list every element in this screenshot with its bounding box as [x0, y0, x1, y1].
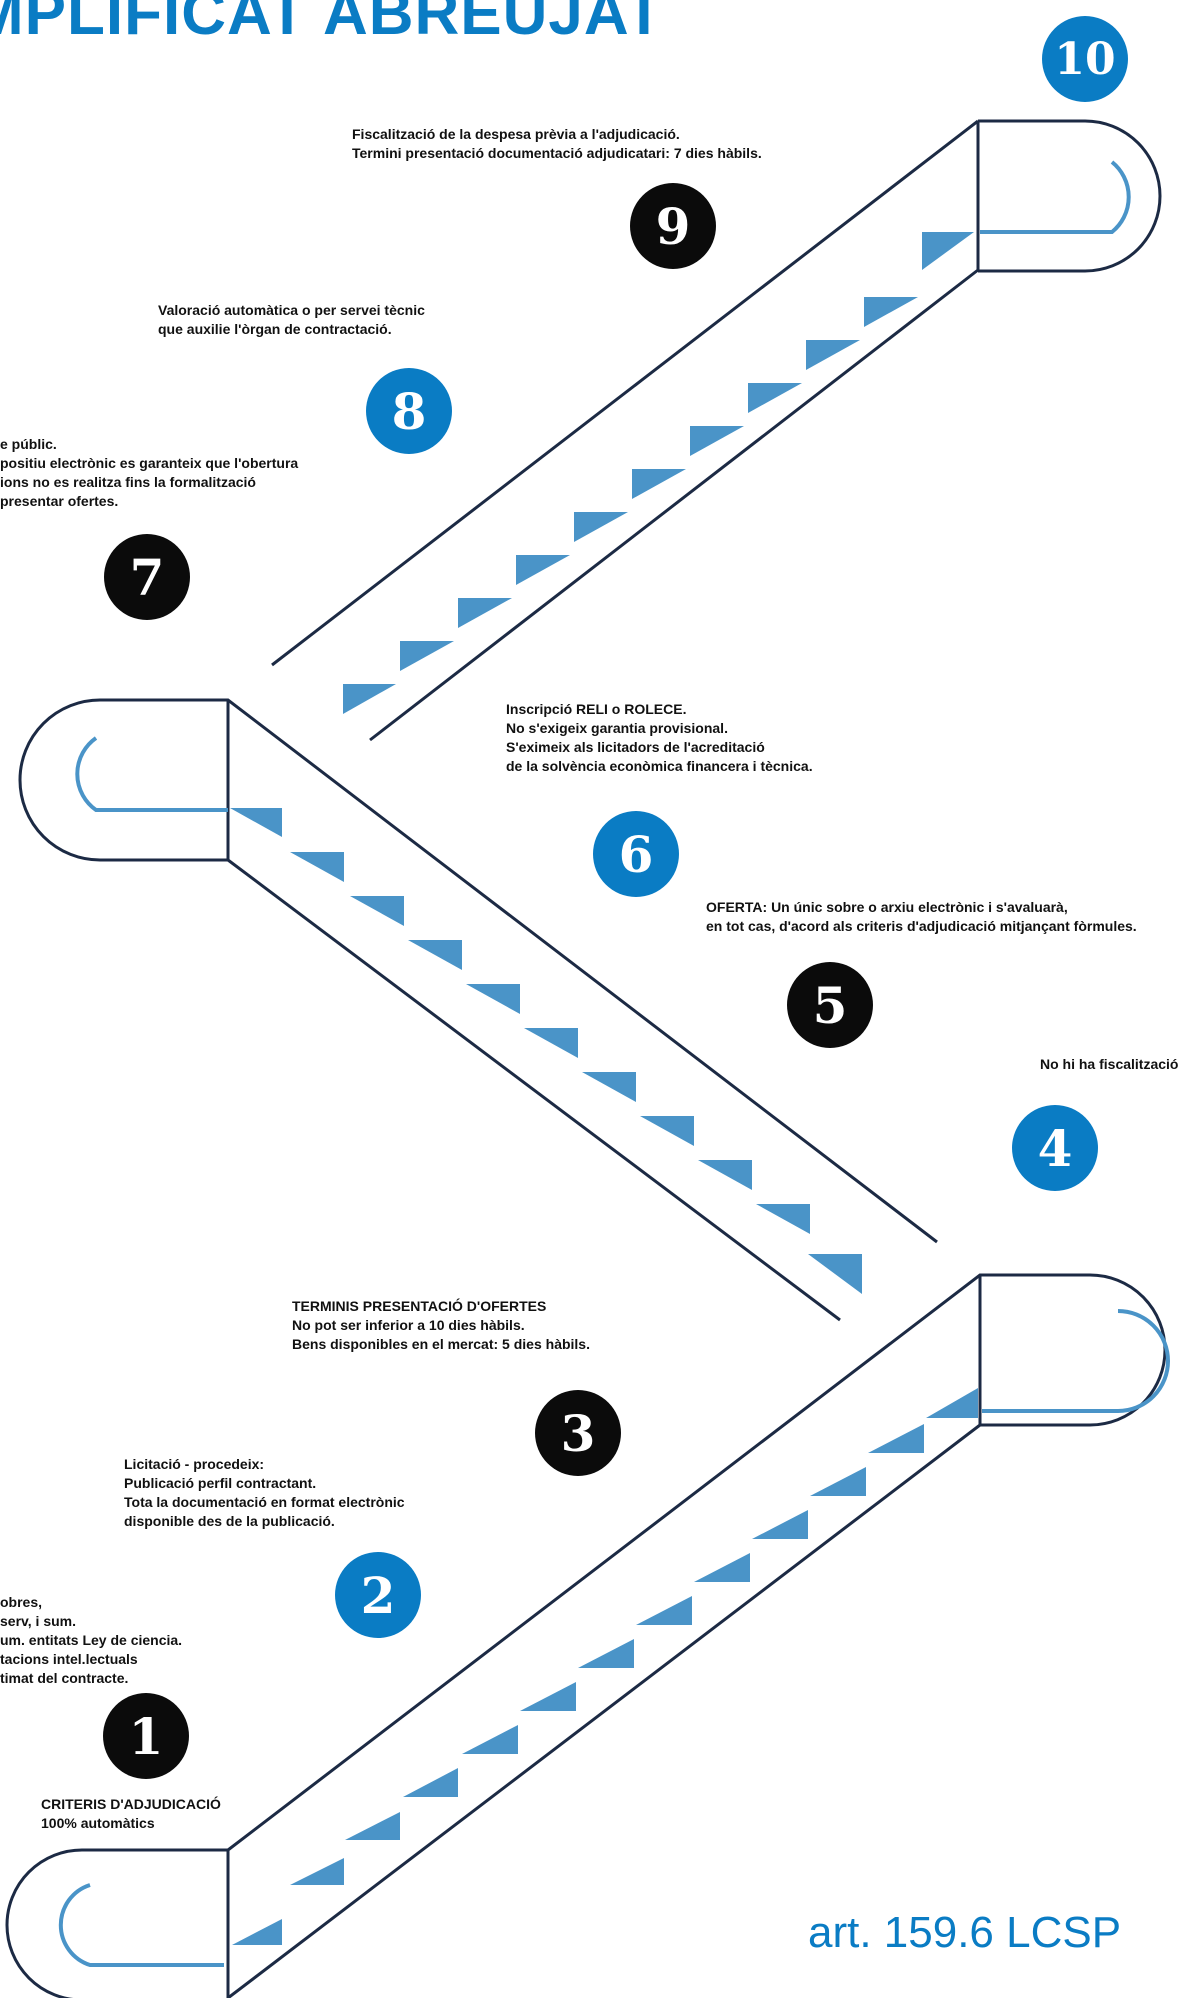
- step-5-badge: 5: [787, 962, 873, 1048]
- escalator-3-lower-rail: [369, 268, 979, 742]
- step-9-line: Fiscalització de la despesa prèvia a l'a…: [352, 126, 680, 142]
- step-2-line: Tota la documentació en format electròni…: [124, 1494, 405, 1510]
- step-1-line: serv, i sum.: [0, 1613, 77, 1629]
- criteria-note: CRITERIS D'ADJUDICACIÓ 100% automàtics: [41, 1795, 221, 1833]
- escalator-2-steps: [230, 808, 862, 1294]
- escalator-2-inner-curve: [75, 736, 228, 812]
- step-7-note: e públic. positiu electrònic es garantei…: [0, 435, 298, 511]
- escalator-3: [271, 119, 1162, 742]
- step-8-line: que auxilie l'òrgan de contractació.: [158, 321, 392, 337]
- escalator-2: [18, 698, 938, 1322]
- step-9-line: Termini presentació documentació adjudic…: [352, 145, 762, 161]
- step-7-line: presentar ofertes.: [0, 493, 119, 509]
- escalator-1: [5, 1273, 1170, 1998]
- step-8-badge: 8: [366, 368, 452, 454]
- step-1-line: timat del contracte.: [0, 1670, 129, 1686]
- step-1-line: um. entitats Ley de ciencia.: [0, 1632, 183, 1648]
- step-2-line: disponible des de la publicació.: [124, 1513, 335, 1529]
- escalator-1-steps: [232, 1388, 978, 1945]
- step-3-badge: 3: [535, 1390, 621, 1476]
- step-4-line: No hi ha fiscalització: [1040, 1056, 1179, 1072]
- step-2-line: Licitació - procedeix:: [124, 1456, 265, 1472]
- step-2-line: Publicació perfil contractant.: [124, 1475, 317, 1491]
- step-1-badge: 1: [103, 1693, 189, 1779]
- step-3-note: TERMINIS PRESENTACIÓ D'OFERTES No pot se…: [292, 1297, 590, 1354]
- step-4-badge: 4: [1012, 1105, 1098, 1191]
- step-8-line: Valoració automàtica o per servei tècnic: [158, 302, 425, 318]
- step-9-badge: 9: [630, 183, 716, 269]
- step-3-line: TERMINIS PRESENTACIÓ D'OFERTES: [292, 1298, 547, 1314]
- step-1-line: obres,: [0, 1594, 43, 1610]
- escalator-3-handrail: [978, 119, 1162, 273]
- step-7-badge: 7: [104, 534, 190, 620]
- step-4-note: No hi ha fiscalització: [1040, 1055, 1178, 1074]
- step-8-note: Valoració automàtica o per servei tècnic…: [158, 301, 425, 339]
- article-reference: art. 159.6 LCSP: [808, 1908, 1122, 1957]
- step-2-badge: 2: [335, 1552, 421, 1638]
- step-6-badge: 6: [593, 811, 679, 897]
- step-3-line: No pot ser inferior a 10 dies hàbils.: [292, 1317, 525, 1333]
- escalator-1-lower-rail: [227, 1423, 981, 1998]
- step-6-note: Inscripció RELI o ROLECE. No s'exigeix g…: [506, 700, 813, 776]
- criteria-line: 100% automàtics: [41, 1815, 155, 1831]
- step-10-badge: 10: [1042, 16, 1128, 102]
- step-5-note: OFERTA: Un únic sobre o arxiu electrònic…: [706, 898, 1137, 936]
- escalator-3-inner-curve: [980, 160, 1131, 234]
- escalator-3-upper-rail: [271, 119, 979, 667]
- step-3-line: Bens disponibles en el mercat: 5 dies hà…: [292, 1336, 590, 1352]
- step-1-line: tacions intel.lectuals: [0, 1651, 138, 1667]
- step-6-line: No s'exigeix garantia provisional.: [506, 720, 728, 736]
- step-6-line: de la solvència econòmica financera i tè…: [506, 758, 813, 774]
- step-2-note: Licitació - procedeix: Publicació perfil…: [124, 1455, 405, 1531]
- escalator-2-handrail: [18, 698, 938, 1244]
- step-7-line: ions no es realitza fins la formalitzaci…: [0, 474, 256, 490]
- escalator-1-bottom-inner-curve: [58, 1883, 224, 1967]
- page-title: MPLIFICAT ABREUJAT: [0, 0, 664, 48]
- escalator-1-inner-curve: [982, 1309, 1170, 1413]
- escalator-2-lower-rail: [227, 858, 841, 1322]
- step-6-line: Inscripció RELI o ROLECE.: [506, 701, 687, 717]
- step-7-line: e públic.: [0, 436, 57, 452]
- escalator-3-steps: [343, 232, 974, 714]
- step-5-line: OFERTA: Un únic sobre o arxiu electrònic…: [706, 899, 1068, 915]
- step-9-note: Fiscalització de la despesa prèvia a l'a…: [352, 125, 762, 163]
- step-1-note: obres, serv, i sum. um. entitats Ley de …: [0, 1593, 182, 1688]
- step-6-line: S'eximeix als licitadors de l'acreditaci…: [506, 739, 765, 755]
- criteria-line: CRITERIS D'ADJUDICACIÓ: [41, 1796, 221, 1812]
- step-7-line: positiu electrònic es garanteix que l'ob…: [0, 455, 299, 471]
- step-5-line: en tot cas, d'acord als criteris d'adjud…: [706, 918, 1137, 934]
- escalator-1-bottom-loop: [5, 1848, 228, 1998]
